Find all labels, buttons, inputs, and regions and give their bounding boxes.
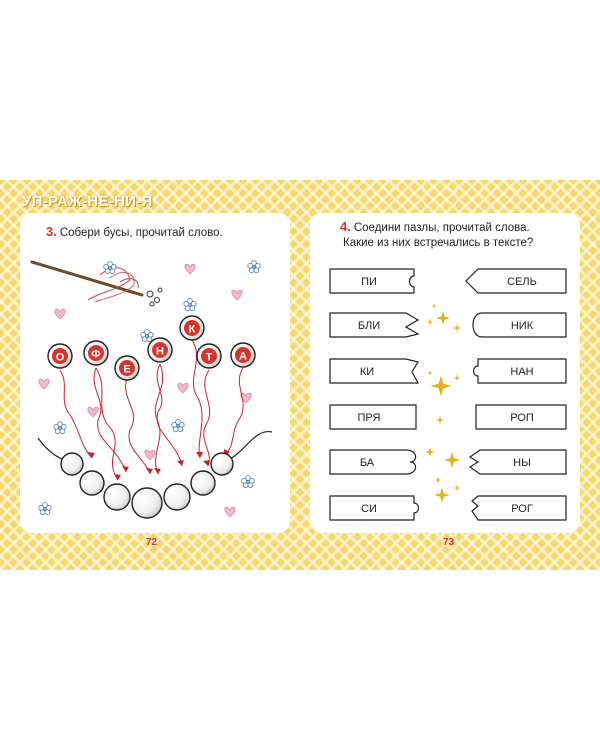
bead-letter: Ф <box>91 349 100 361</box>
necklace-pearls <box>60 452 234 519</box>
bead[interactable]: А <box>230 342 256 368</box>
bead-letter: Н <box>156 346 164 358</box>
exercise-number: 3. <box>46 224 57 239</box>
exercise-line-1: Соедини пазлы, прочитай слова. <box>353 222 530 234</box>
puzzle-text: НЫ <box>513 457 531 469</box>
puzzle-text: БЛИ <box>358 320 380 332</box>
puzzle-piece[interactable]: НЫ <box>468 449 567 475</box>
bead[interactable]: Ф <box>83 340 109 366</box>
bead[interactable]: Т <box>196 343 222 369</box>
heart-icon <box>38 263 252 518</box>
puzzle-text: ПРЯ <box>358 412 381 424</box>
sparkle-icon <box>425 303 462 503</box>
puzzle-text: РОП <box>510 412 534 424</box>
bead[interactable]: К <box>179 315 205 341</box>
puzzle-text: БА <box>360 457 375 469</box>
puzzle-text: РОГ <box>511 503 533 515</box>
puzzle-text: КИ <box>360 366 374 378</box>
right-puzzle-pieces: СЕЛЬ НИК НАН РОП НЫ РОГ <box>465 268 567 521</box>
flower-icon <box>38 260 261 516</box>
letter-beads: О Ф Е Н К Т А <box>47 315 256 381</box>
puzzle-text: НИК <box>511 320 534 332</box>
exercise-4-title: 4.Соедини пазлы, прочитай слова. Какие и… <box>340 219 533 251</box>
section-title: УП-РАЖ-НЕ-НИ-Я <box>22 193 153 210</box>
puzzle-piece[interactable]: РОП <box>475 404 567 430</box>
bead-letter: О <box>56 352 65 364</box>
puzzle-text: СИ <box>361 503 377 515</box>
puzzle-piece[interactable]: КИ <box>329 358 420 384</box>
exercise-3-title: 3.Собери бусы, прочитай слово. <box>46 224 223 241</box>
bead-letter: Е <box>123 364 130 376</box>
bead-letter: К <box>189 324 196 336</box>
puzzle-text: ПИ <box>361 276 377 288</box>
bead[interactable]: О <box>47 343 73 369</box>
bead-letter: А <box>239 351 247 363</box>
exercise-text: Собери бусы, прочитай слово. <box>59 227 223 239</box>
puzzle-piece[interactable]: ПИ <box>329 268 415 294</box>
left-puzzle-pieces: ПИ БЛИ КИ ПРЯ БА СИ <box>329 268 420 521</box>
puzzle-piece[interactable]: ПРЯ <box>329 404 417 430</box>
arrow-heads <box>88 449 230 480</box>
puzzle-piece[interactable]: СИ <box>329 495 420 521</box>
page-number-left: 72 <box>146 537 158 548</box>
puzzle-piece[interactable]: БА <box>329 449 417 475</box>
bead[interactable]: Е <box>114 355 140 381</box>
exercise-line-2: Какие из них встречались в тексте? <box>343 237 534 249</box>
puzzle-text: НАН <box>510 366 533 378</box>
puzzle-piece[interactable]: НАН <box>472 358 567 384</box>
bead[interactable]: Н <box>147 337 173 363</box>
puzzle-piece[interactable]: РОГ <box>471 495 567 521</box>
arrow-lines <box>59 339 244 481</box>
puzzle-piece[interactable]: НИК <box>472 312 567 338</box>
puzzle-piece[interactable]: БЛИ <box>329 312 420 338</box>
exercise-number: 4. <box>340 219 351 234</box>
puzzle-text: СЕЛЬ <box>507 276 537 288</box>
page-number-right: 73 <box>443 537 455 548</box>
bead-letter: Т <box>206 352 213 364</box>
puzzle-piece[interactable]: СЕЛЬ <box>465 268 567 294</box>
